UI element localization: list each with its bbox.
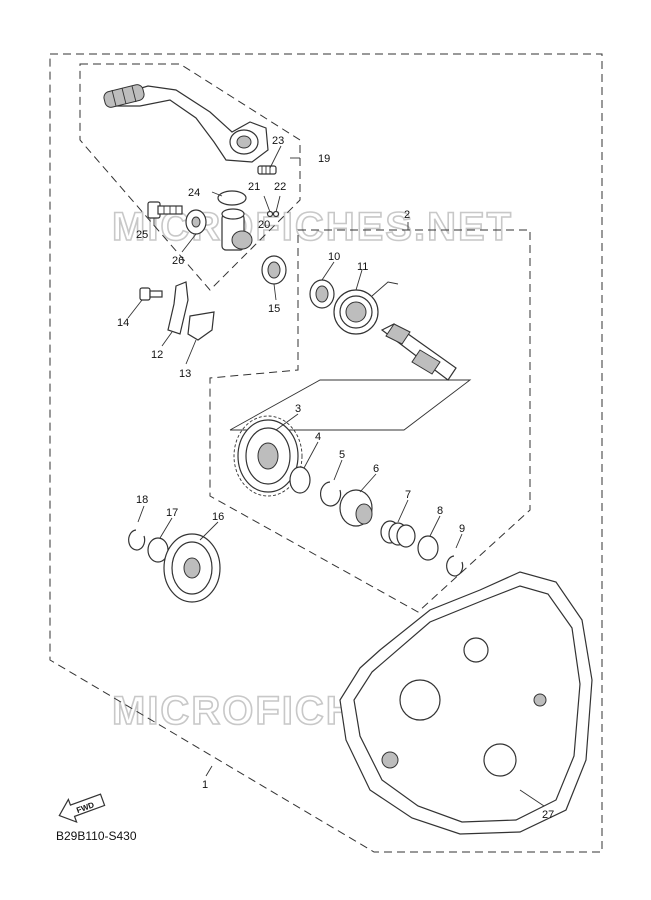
callout-23: 23	[272, 135, 284, 147]
kick-shaft	[380, 323, 457, 381]
assembly-1-outline	[49, 53, 603, 853]
kick-lever-group-outline	[79, 63, 301, 291]
guide-13	[187, 311, 215, 341]
spring-7	[380, 520, 416, 548]
oil-seal-15	[261, 255, 287, 285]
callout-19: 19	[318, 153, 330, 165]
callout-13: 13	[179, 368, 191, 380]
callout-17: 17	[166, 507, 178, 519]
spring-11	[333, 281, 399, 335]
callout-6: 6	[373, 463, 379, 475]
idle-gear-16	[163, 533, 221, 603]
callout-5: 5	[339, 449, 345, 461]
callout-14: 14	[117, 317, 129, 329]
assembly-2-outline	[209, 229, 531, 613]
kick-gear-3	[233, 415, 303, 497]
diagram-code: B29B110-S430	[56, 829, 137, 843]
callout-7: 7	[405, 489, 411, 501]
callouts: 1 2 3 4 5 6 7 8 9 10 11 12 13 14 15 16 1…	[117, 135, 554, 821]
callout-12: 12	[151, 349, 163, 361]
plate-12	[167, 281, 189, 335]
callout-8: 8	[437, 505, 443, 517]
washer-26	[185, 209, 207, 235]
circlip-9	[446, 555, 464, 577]
callout-15: 15	[268, 303, 280, 315]
callout-2: 2	[404, 209, 410, 221]
callout-9: 9	[459, 523, 465, 535]
ratchet-6	[339, 489, 373, 527]
callout-1: 1	[202, 779, 208, 791]
callout-10: 10	[328, 251, 340, 263]
kick-lever	[103, 84, 269, 163]
callout-26: 26	[172, 255, 184, 267]
fwd-arrow-icon: FWD	[58, 793, 106, 824]
callout-4: 4	[315, 431, 321, 443]
bolt-23	[257, 165, 277, 175]
callout-21: 21	[248, 181, 260, 193]
crankcase-gasket-27	[339, 571, 593, 835]
callout-20: 20	[258, 219, 270, 231]
washer-8	[417, 535, 439, 561]
circlip-5	[320, 481, 342, 507]
washer-4	[289, 466, 311, 494]
callout-25: 25	[136, 229, 148, 241]
kick-boss	[221, 208, 280, 251]
callout-3: 3	[295, 403, 301, 415]
o-ring-24	[217, 190, 247, 206]
bolt-14	[139, 287, 163, 301]
leader-lines	[127, 145, 545, 807]
callout-24: 24	[188, 187, 200, 199]
callout-22: 22	[274, 181, 286, 193]
circlip-18	[128, 529, 146, 551]
collar-10	[309, 279, 335, 309]
callout-18: 18	[136, 494, 148, 506]
callout-16: 16	[212, 511, 224, 523]
bolt-25	[147, 201, 183, 219]
callout-27: 27	[542, 809, 554, 821]
callout-11: 11	[357, 261, 368, 273]
